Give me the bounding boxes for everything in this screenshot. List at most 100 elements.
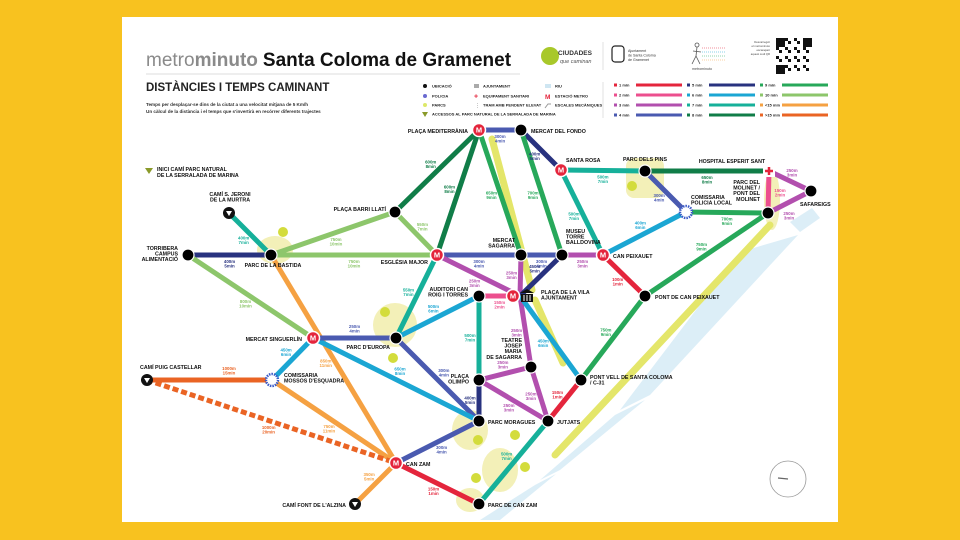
station-fondo[interactable]: MERCAT DEL FONDO [514, 123, 586, 137]
steep-icon: ⋮ [475, 103, 480, 109]
route-vila-pontvell [517, 294, 584, 382]
stop-icon [638, 164, 652, 178]
station-label: CAMÍ PUIG CASTELLAR [140, 363, 202, 371]
trail-note: INICI CAMÍ PARC NATURAL [157, 165, 228, 173]
svg-text:que caminan: que caminan [560, 59, 592, 65]
stop-icon [472, 414, 486, 428]
station-label: PONT DE CAN PEIXAUET [655, 295, 720, 301]
route-mossos-canzam [270, 377, 398, 466]
route-moragues-sing [311, 335, 481, 424]
svg-text:el metrominuto: el metrominuto [752, 44, 771, 48]
svg-text:1 min: 1 min [619, 83, 630, 88]
route-teatre-jutjats [528, 366, 551, 422]
qr-code[interactable] [776, 38, 812, 74]
route-canzam-moragues [394, 418, 481, 466]
route-sagarra-vila [517, 254, 524, 297]
station-label: PARC DELS PINS [623, 157, 668, 163]
route-jeroni-bastida [227, 211, 273, 257]
station-label: PARC MORAGUES [488, 420, 536, 426]
svg-text:de Santa Coloma: de Santa Coloma [628, 54, 656, 58]
svg-text:7 min: 7 min [692, 103, 703, 108]
station-saf[interactable]: SAFAREIGS [800, 184, 831, 208]
metro-icon [471, 122, 487, 138]
station-label: MERCAT SINGUERLÍN [246, 335, 303, 343]
station-label: JUTJATS [557, 420, 581, 426]
station-pcp[interactable]: PONT DE CAN PEIXAUET [638, 289, 720, 303]
time-legend-item: 2 min [614, 93, 682, 98]
route-moli-pcp [643, 210, 770, 299]
route-pins-comis [643, 169, 688, 214]
station-pcz[interactable]: PARC DE CAN ZAM [472, 497, 538, 511]
svg-text:EQUIPAMENT SANITARI: EQUIPAMENT SANITARI [483, 94, 529, 99]
svg-text:escanejant: escanejant [756, 48, 770, 52]
station-puig[interactable]: CAMÍ PUIG CASTELLAR [140, 363, 202, 386]
station-pontvell[interactable]: PONT VELL DE SANTA COLOMA/ C-31 [574, 373, 673, 387]
stop-icon [514, 248, 528, 262]
station-jutjats[interactable]: JUTJATS [541, 414, 581, 428]
svg-text:M: M [393, 459, 399, 468]
river-icon [545, 84, 551, 88]
time-legend-item: 8 min [687, 113, 755, 118]
metro-icon [553, 162, 569, 178]
metro-icon [388, 455, 404, 471]
trail-access-icon [145, 168, 153, 174]
route-bastida-canzam [268, 253, 399, 465]
station-font[interactable]: CAMÍ FONT DE L'ALZINA [282, 498, 361, 510]
trail-access-icon [422, 112, 428, 117]
station-europa[interactable]: PARC D'EUROPA [347, 331, 403, 351]
route-comis-canpx [601, 209, 688, 258]
park-icon [423, 103, 427, 107]
station-pins[interactable]: PARC DELS PINS [623, 157, 668, 178]
station-barri[interactable]: PLAÇA BARRI LLATÍ [334, 205, 402, 219]
stop-icon [574, 373, 588, 387]
station-hosp[interactable]: HOSPITAL ESPERIT SANT [699, 159, 775, 177]
route-comis-moli [685, 209, 769, 216]
svg-text:M: M [600, 251, 606, 260]
metro-icon [429, 247, 445, 263]
station-bastida[interactable]: PARC DE LA BASTIDA [245, 248, 302, 269]
stop-icon [524, 360, 538, 374]
station-moragues[interactable]: PARC MORAGUES [472, 414, 536, 428]
time-legend-item: >15 min [760, 113, 828, 118]
